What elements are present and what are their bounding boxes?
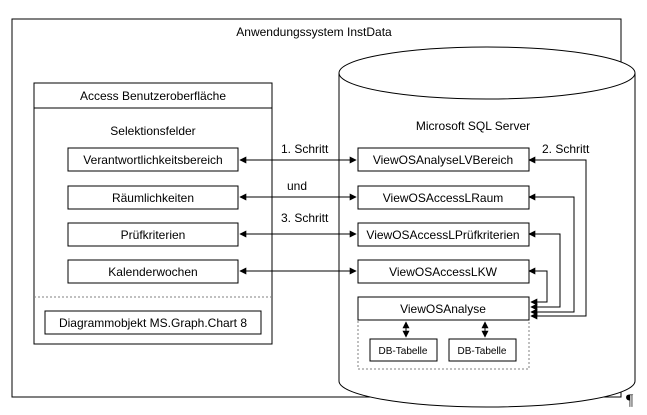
step3-label: 3. Schritt (281, 211, 329, 225)
field-label-verantwortlichkeitsbereich: Verantwortlichkeitsbereich (83, 153, 222, 167)
step2-label: 2. Schritt (542, 142, 590, 156)
access-frame (33, 82, 273, 345)
db-table-box-1 (369, 338, 438, 362)
view-label-access-lkw: ViewOSAccessLKW (389, 265, 497, 279)
view-label-access-lraum: ViewOSAccessLRaum (383, 191, 504, 205)
outer-system-title: Anwendungssystem InstData (236, 25, 392, 39)
field-label-raeumlichkeiten: Räumlichkeiten (112, 191, 194, 205)
field-label-kalenderwochen: Kalenderwochen (108, 265, 197, 279)
db-table-box-2 (448, 338, 517, 362)
step-and-label: und (287, 179, 307, 193)
connector-lpruefkriterien-to-analyse (528, 230, 561, 311)
chart-object-label: Diagrammobjekt MS.Graph.Chart 8 (59, 316, 247, 330)
access-title: Access Benutzeroberfläche (80, 89, 226, 103)
step1-label: 1. Schritt (281, 142, 329, 156)
analyse-view-label: ViewOSAnalyse (400, 302, 486, 316)
view-label-access-lpruefkriterien: ViewOSAccessLPrüfkriterien (366, 228, 519, 242)
connector-lkw-to-analyse (528, 267, 548, 306)
sql-server-cylinder-top (338, 46, 636, 100)
field-box-pruefkriterien (67, 222, 239, 247)
field-box-verantwortlichkeitsbereich (67, 147, 239, 172)
connector-lvbereich-to-analyse (528, 156, 587, 320)
db-table-label-2: DB-Tabelle (458, 346, 507, 357)
field-box-kalenderwochen (67, 259, 239, 284)
connector-lraum-to-analyse (528, 193, 575, 316)
view-label-analyse-lvbereich: ViewOSAnalyseLVBereich (373, 153, 513, 167)
field-label-pruefkriterien: Prüfkriterien (121, 228, 186, 242)
sql-server-title: Microsoft SQL Server (416, 119, 530, 133)
db-table-label-1: DB-Tabelle (379, 346, 428, 357)
field-box-raeumlichkeiten (67, 185, 239, 210)
chart-object-box (44, 310, 262, 335)
selection-fields-heading: Selektionsfelder (110, 124, 195, 138)
pilcrow-mark: ¶ (626, 392, 634, 409)
